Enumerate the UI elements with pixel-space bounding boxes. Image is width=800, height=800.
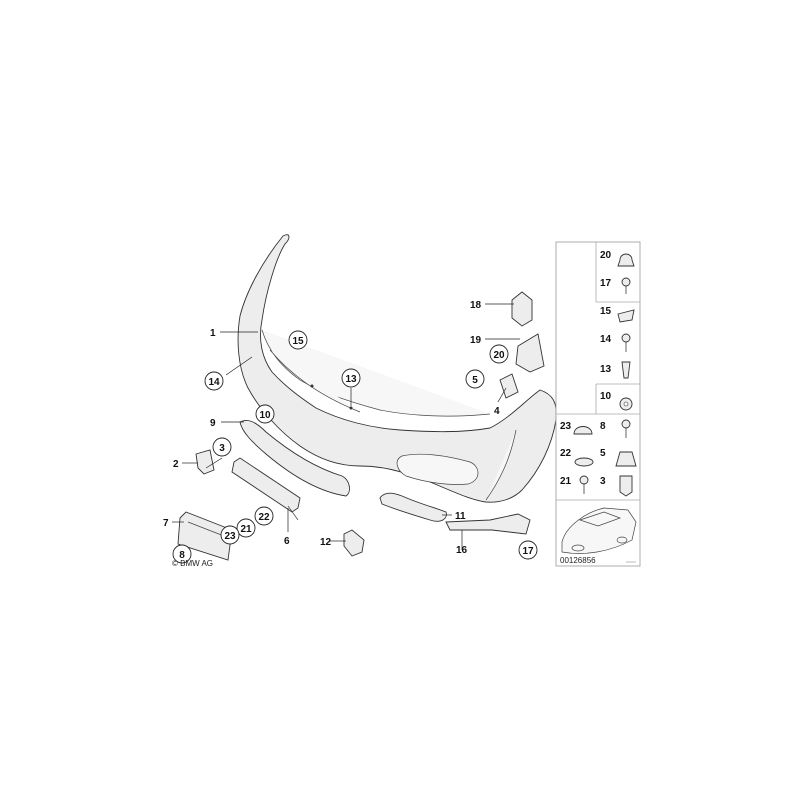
circled-callout-17: 17 (518, 540, 538, 560)
callout-2: 2 (173, 459, 179, 470)
svg-text:5: 5 (472, 375, 478, 386)
svg-text:17: 17 (522, 546, 534, 557)
circled-callout-21: 21 (236, 518, 256, 538)
car-thumbnail (561, 507, 637, 554)
bracket-18 (511, 291, 533, 327)
fastener-legend: 20 17 15 14 13 10 23 8 22 5 21 3 0012685… (555, 241, 641, 567)
legend-20: 20 (600, 250, 612, 261)
license-plate-base (231, 457, 301, 513)
svg-text:21: 21 (240, 524, 252, 535)
callout-19: 19 (470, 335, 482, 346)
callout-18: 18 (470, 300, 482, 311)
leader-lines (172, 303, 520, 550)
legend-21: 21 (560, 476, 572, 487)
callout-11: 11 (455, 511, 466, 522)
callout-1: 1 (210, 328, 216, 339)
copyright-text: © BMW AG (172, 559, 213, 568)
circled-callout-3: 3 (212, 437, 232, 457)
svg-text:10: 10 (259, 410, 271, 421)
legend-23: 23 (560, 421, 572, 432)
legend-14: 14 (600, 334, 612, 345)
svg-text:13: 13 (345, 374, 357, 385)
circled-callout-5: 5 (465, 369, 485, 389)
plate-holder (177, 511, 233, 561)
circled-callout-8: 8 (172, 544, 192, 564)
callout-4: 4 (494, 406, 500, 417)
legend-15: 15 (600, 306, 612, 317)
callout-16: 16 (456, 545, 468, 556)
air-guide (445, 513, 531, 535)
bumper-cover (237, 234, 557, 503)
svg-text:15: 15 (292, 336, 304, 347)
svg-text:3: 3 (219, 443, 225, 454)
legend-17: 17 (600, 278, 612, 289)
bracket-19 (515, 333, 545, 373)
svg-text:20: 20 (493, 350, 505, 361)
svg-text:8: 8 (179, 550, 185, 561)
circled-callout-15: 15 (288, 330, 308, 350)
callout-12: 12 (320, 537, 332, 548)
legend-3: 3 (600, 476, 606, 487)
circled-callout-13: 13 (341, 368, 361, 388)
callout-9: 9 (210, 418, 216, 429)
image-number: 00126856 (560, 556, 596, 565)
svg-text:23: 23 (224, 531, 236, 542)
legend-10: 10 (600, 391, 612, 402)
tow-hook-cover (343, 529, 365, 557)
callout-7: 7 (163, 518, 169, 529)
legend-22: 22 (560, 448, 572, 459)
svg-text:14: 14 (208, 377, 220, 388)
bumper-strip (239, 420, 350, 497)
circled-callout-22: 22 (254, 506, 274, 526)
fog-grille (379, 492, 447, 522)
circled-callout-23: 23 (220, 525, 240, 545)
bracket-left (195, 449, 215, 475)
legend-13: 13 (600, 364, 612, 375)
circled-callout-10: 10 (255, 404, 275, 424)
circled-callout-14: 14 (204, 371, 224, 391)
circled-callout-20: 20 (489, 344, 509, 364)
legend-8: 8 (600, 421, 606, 432)
callout-6: 6 (284, 536, 290, 547)
legend-5: 5 (600, 448, 606, 459)
svg-text:22: 22 (258, 512, 270, 523)
